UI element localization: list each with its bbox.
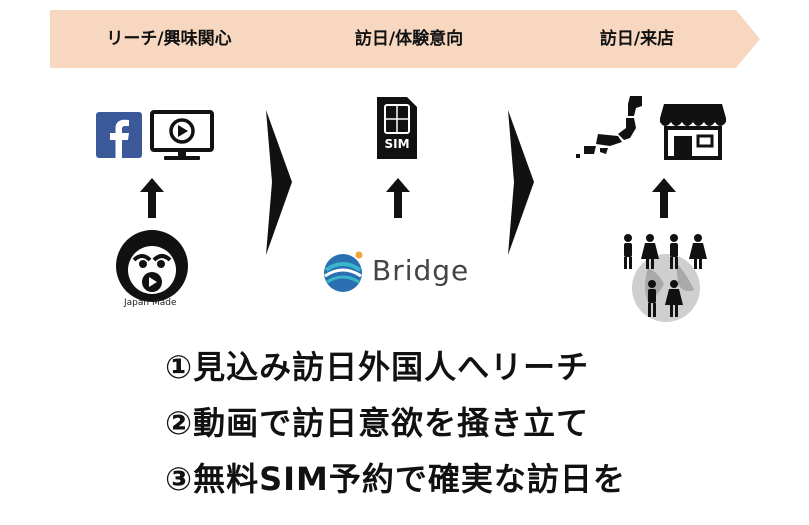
step-1-chevron xyxy=(50,10,302,68)
store-icon xyxy=(660,102,726,160)
step-2-chevron xyxy=(278,10,530,68)
benefit-2: ②動画で訪日意欲を掻き立て xyxy=(165,404,590,442)
tourists-icon xyxy=(618,232,714,324)
up-arrow-3 xyxy=(652,178,676,218)
step-3-chevron xyxy=(506,10,760,68)
benefit-1: ①見込み訪日外国人へリーチ xyxy=(165,348,590,386)
sim-card-icon: SIM xyxy=(375,95,419,161)
step-2-label: 訪日/体験意向 xyxy=(354,29,464,49)
next-arrow-1 xyxy=(266,110,292,255)
benefit-3: ③無料SIM予約で確実な訪日を xyxy=(165,460,626,498)
japan-map-icon xyxy=(574,94,654,160)
bridge-brand: Bridge xyxy=(372,254,470,287)
up-arrow-2 xyxy=(386,178,410,218)
sim-card-text: SIM xyxy=(384,137,410,151)
next-arrow-2 xyxy=(508,110,534,255)
step-3-label: 訪日/来店 xyxy=(599,29,675,49)
bridge-logo-icon xyxy=(322,250,366,294)
japan-made-logo xyxy=(114,228,190,304)
flow-steps: リーチ/興味関心 訪日/体験意向 訪日/来店 xyxy=(50,10,760,68)
up-arrow-1 xyxy=(140,178,164,218)
japan-made-caption: Japan Made xyxy=(124,298,177,308)
step-1-label: リーチ/興味関心 xyxy=(106,29,232,49)
flow-chevrons xyxy=(50,10,760,68)
video-monitor-icon xyxy=(150,110,214,162)
facebook-icon xyxy=(96,112,142,158)
